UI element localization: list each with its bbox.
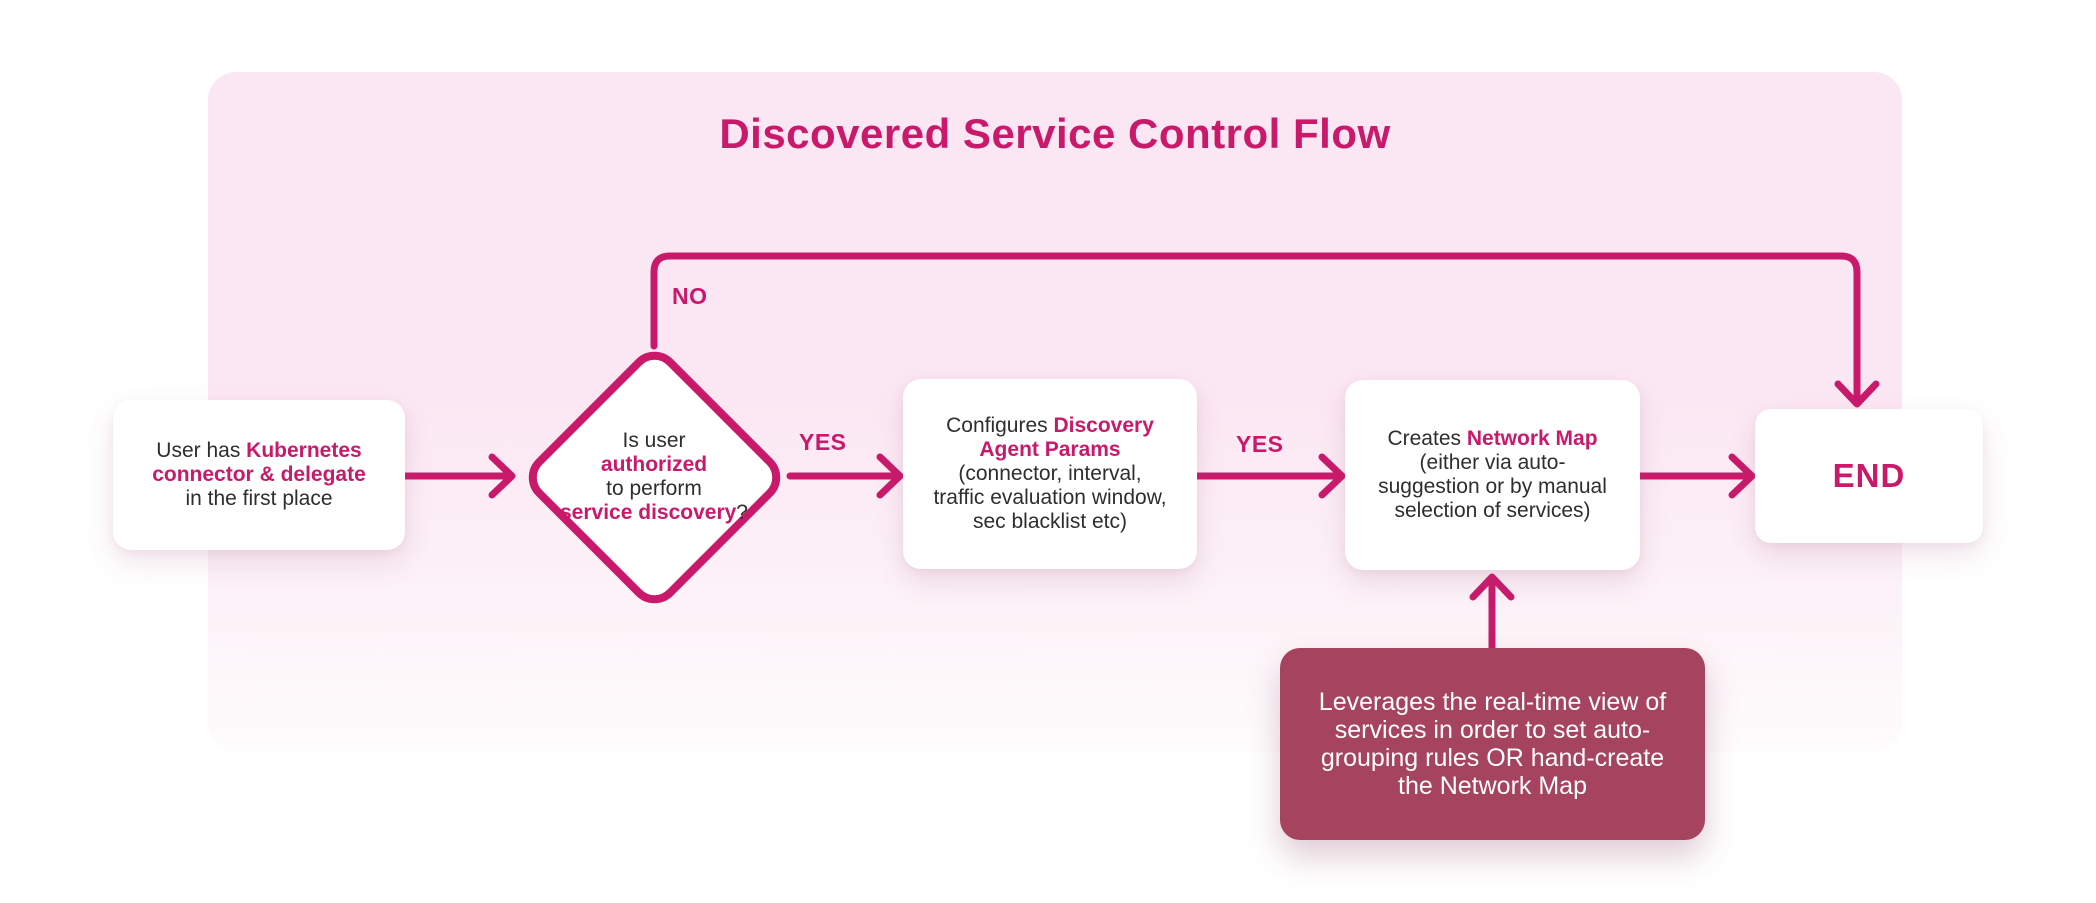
note-leverages-realtime-view: Leverages the real-time view of services… <box>1280 648 1705 840</box>
node-config-text: sec blacklist etc) <box>972 510 1128 533</box>
page-title: Discovered Service Control Flow <box>719 110 1391 157</box>
decision-text: ? <box>736 501 748 524</box>
edge-decision-yes-to-config <box>786 453 904 499</box>
note-text: the Network Map <box>1398 772 1587 800</box>
edge-config-yes-to-create <box>1193 453 1346 499</box>
edge-label-yes-first: YES <box>799 429 847 455</box>
arrowhead-right-icon <box>488 453 516 499</box>
arrowhead-right-icon <box>1318 453 1346 499</box>
arrowhead-right-icon <box>876 453 904 499</box>
note-text: grouping rules OR hand-create <box>1320 744 1665 772</box>
edge-label-yes-second: YES <box>1236 431 1284 457</box>
note-text: services in order to set auto- <box>1334 716 1651 744</box>
node-start-text: User has <box>156 439 247 462</box>
node-decision-authorized: Is user authorized to perform service di… <box>529 429 779 525</box>
edge-create-to-end <box>1636 453 1756 499</box>
edge-decision-no-to-end <box>650 252 1880 408</box>
note-text: Leverages the real-time view of <box>1318 688 1667 716</box>
node-config-accent-text: Discovery <box>1053 414 1154 437</box>
decision-text: to perform <box>606 477 702 500</box>
decision-text: Is user <box>622 429 686 452</box>
decision-accent-text: service discovery <box>560 501 737 524</box>
node-config-text: traffic evaluation window, <box>933 486 1167 509</box>
node-create-text: suggestion or by manual <box>1378 475 1607 498</box>
decision-accent-text: authorized <box>600 453 708 476</box>
node-configure-discovery-agent-params: Configures Discovery Agent Params (conne… <box>903 379 1197 569</box>
node-start-accent-text: Kubernetes <box>246 439 362 462</box>
node-create-text: (either via auto- <box>1419 451 1566 474</box>
edge-label-no: NO <box>672 283 708 309</box>
arrowhead-up-icon <box>1469 573 1515 601</box>
node-start-text: in the first place <box>185 487 333 510</box>
edge-start-to-decision <box>401 453 516 499</box>
node-config-text: Configures <box>946 414 1054 437</box>
node-create-network-map: Creates Network Map (either via auto- su… <box>1345 380 1640 570</box>
node-end: END <box>1755 409 1983 543</box>
node-create-text: selection of services) <box>1394 499 1591 522</box>
node-start-kubernetes-connector: User has Kubernetes connector & delegate… <box>113 400 405 550</box>
edge-note-to-create <box>1469 573 1515 652</box>
end-label: END <box>1832 457 1906 494</box>
node-create-text: Creates <box>1387 427 1467 450</box>
node-start-accent-text: connector & delegate <box>152 463 366 486</box>
arrowhead-right-icon <box>1728 453 1756 499</box>
node-config-accent-text: Agent Params <box>979 438 1121 461</box>
node-create-accent-text: Network Map <box>1466 427 1598 450</box>
node-config-text: (connector, interval, <box>958 462 1142 485</box>
arrowhead-down-icon <box>1834 380 1880 408</box>
